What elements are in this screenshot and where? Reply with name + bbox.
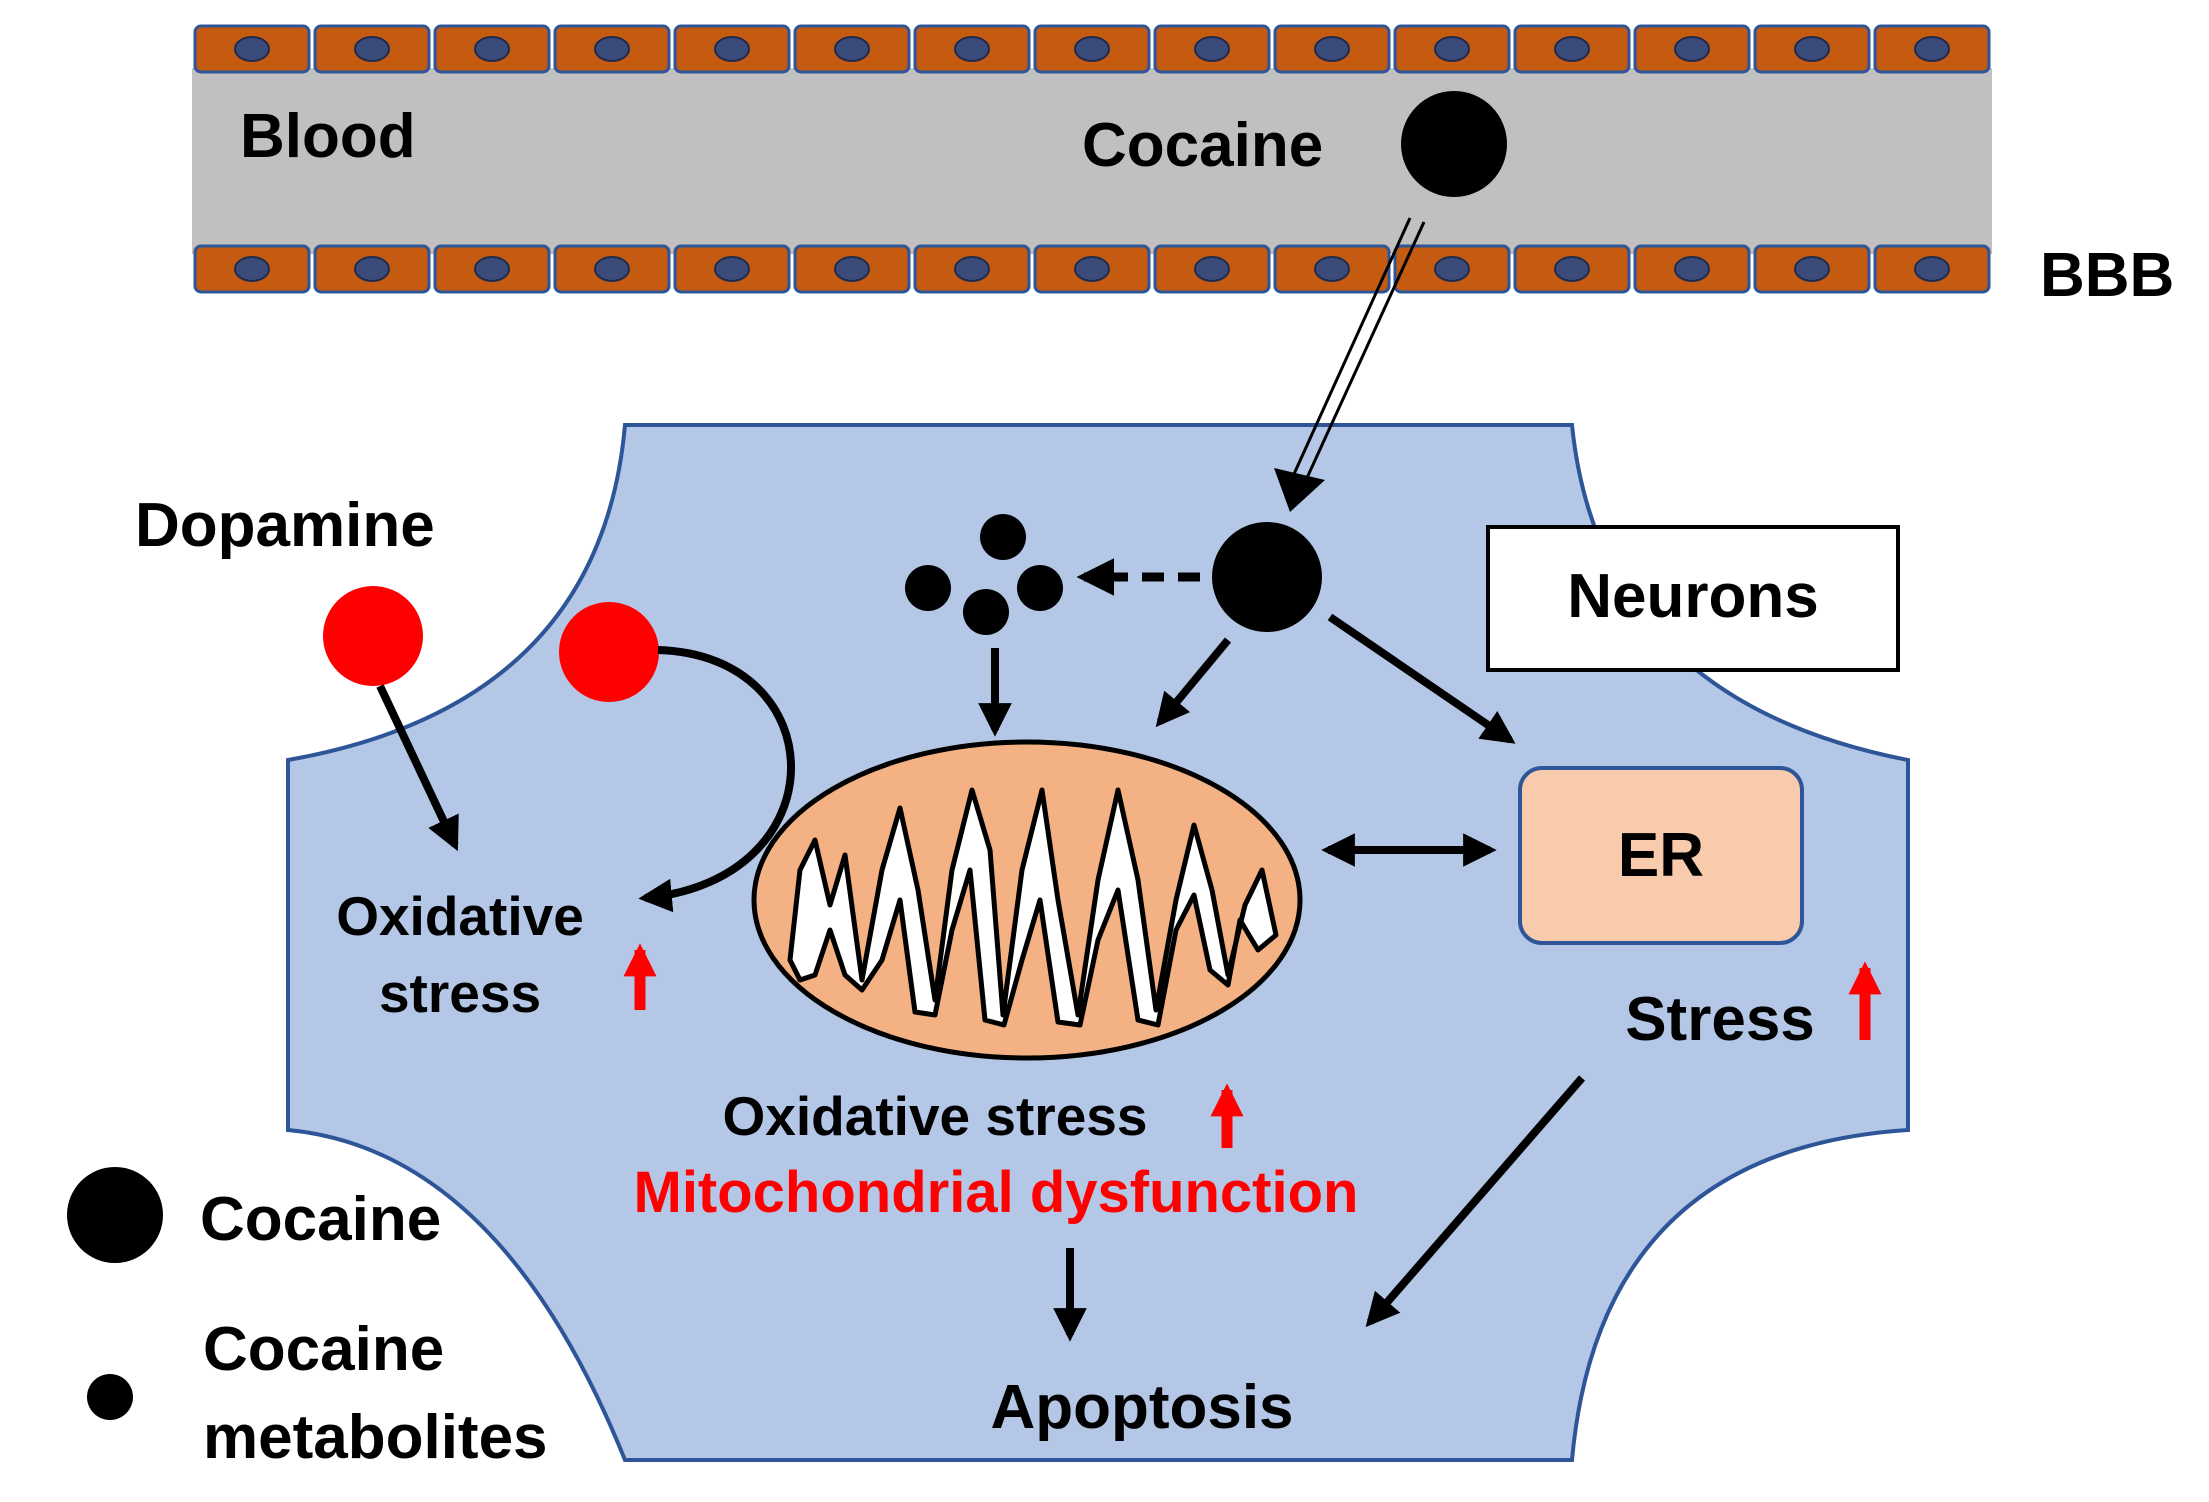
endothelial-nucleus (354, 256, 390, 282)
mito-dysfunction-label: Mitochondrial dysfunction (634, 1160, 1359, 1225)
blood-label: Blood (240, 102, 416, 171)
endothelial-nucleus (1794, 36, 1830, 62)
endothelial-nucleus (834, 36, 870, 62)
endothelial-nucleus (474, 36, 510, 62)
endothelial-nucleus (1554, 256, 1590, 282)
dopamine-to-oxidative-stress-arrow (376, 684, 459, 852)
cocaine-blood-label: Cocaine (1082, 111, 1323, 180)
oxidative-stress-label: Oxidative (336, 885, 584, 947)
er-box (1518, 766, 1804, 945)
neurons-label: Neurons (1567, 562, 1818, 631)
endothelial-nucleus (954, 256, 990, 282)
cocaine-molecule-blood (1401, 91, 1507, 197)
endothelial-nucleus (234, 256, 270, 282)
cocaine-to-er-arrow (1327, 613, 1516, 744)
endothelial-nucleus (594, 36, 630, 62)
cocaine-entry-arrow (1274, 217, 1426, 512)
endothelial-nucleus (1674, 256, 1710, 282)
cocaine-molecule-neuron (1212, 522, 1322, 632)
er-stress-to-apoptosis-arrow (1365, 1075, 1586, 1328)
dopamine-curved-arrow (638, 646, 795, 913)
endothelial-nucleus (834, 256, 870, 282)
endothelial-nucleus (354, 36, 390, 62)
endothelial-nucleus (1794, 256, 1830, 282)
mito-oxidative-stress-label: Oxidative stress (723, 1085, 1148, 1147)
endothelial-nucleus (954, 36, 990, 62)
endothelial-nucleus (234, 36, 270, 62)
legend-metabolite-symbol (87, 1374, 133, 1420)
neurons-box (1486, 525, 1900, 672)
endothelial-nucleus (1194, 256, 1230, 282)
endothelial-nucleus (594, 256, 630, 282)
endothelial-nucleus (1434, 36, 1470, 62)
dopamine-molecule (323, 586, 423, 686)
legend-cocaine-label: Cocaine (200, 1185, 441, 1254)
endothelial-layer-top (193, 24, 1991, 74)
legend-metabolites-label-line2: metabolites (203, 1403, 548, 1472)
endothelial-nucleus (1914, 256, 1950, 282)
dopamine-label: Dopamine (135, 491, 435, 560)
endothelial-nucleus (1674, 36, 1710, 62)
dopamine-molecule-intracellular (559, 602, 659, 702)
cocaine-to-mito-arrow (1155, 637, 1232, 728)
cocaine-metabolites-cluster (905, 514, 1063, 635)
legend-metabolites-label: Cocaine (203, 1315, 444, 1384)
er-label: ER (1618, 821, 1704, 890)
er-stress-label: Stress (1625, 985, 1815, 1054)
bbb-label: BBB (2040, 241, 2174, 310)
endothelial-nucleus (1074, 36, 1110, 62)
vessel-lumen (192, 68, 1992, 254)
endothelial-nucleus (1074, 256, 1110, 282)
endothelial-layer-bottom (193, 244, 1991, 294)
endothelial-nucleus (1554, 36, 1590, 62)
mitochondrial-cristae (787, 787, 1279, 1028)
endothelial-nucleus (714, 256, 750, 282)
endothelial-nucleus (1434, 256, 1470, 282)
endothelial-nucleus (1914, 36, 1950, 62)
mitochondrion (751, 739, 1303, 1061)
endothelial-nucleus (1314, 36, 1350, 62)
apoptosis-label: Apoptosis (990, 1373, 1293, 1442)
endothelial-nucleus (1314, 256, 1350, 282)
endothelial-nucleus (1194, 36, 1230, 62)
endothelial-nucleus (474, 256, 510, 282)
blood-vessel (192, 24, 1992, 294)
legend-cocaine-symbol (67, 1167, 163, 1263)
endothelial-nucleus (714, 36, 750, 62)
oxidative-stress-label-line2: stress (379, 962, 541, 1024)
